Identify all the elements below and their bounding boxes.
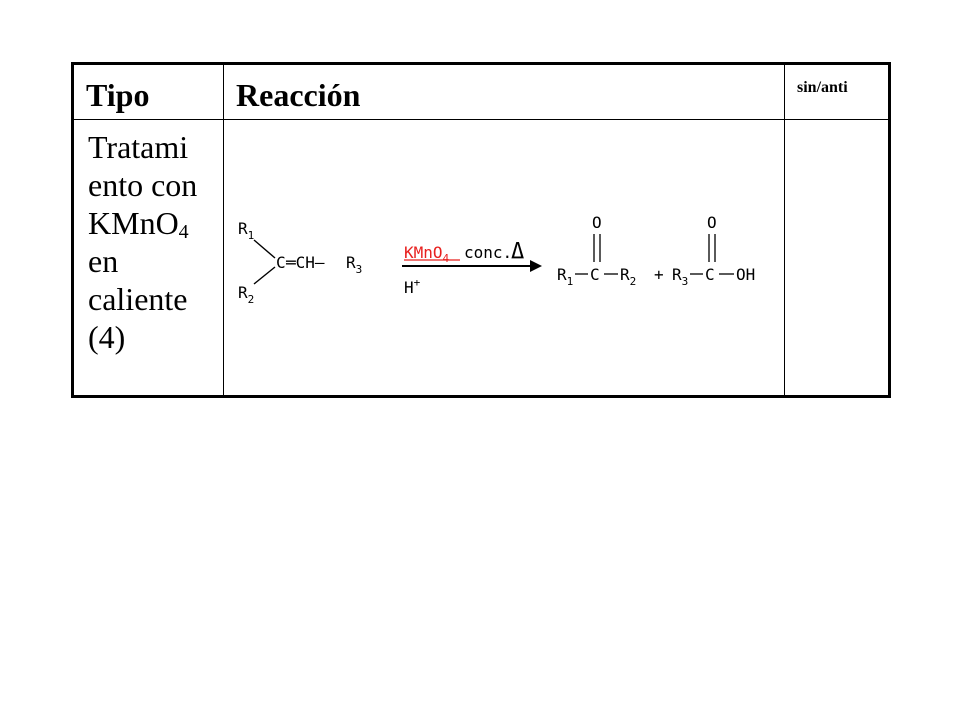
reagents: KMnO4 conc. Δ H+	[402, 239, 542, 297]
reagent-extra: conc.	[464, 243, 512, 262]
reaction-arrow-head	[530, 260, 542, 272]
header-row: Tipo Reacción sin/anti	[72, 63, 890, 120]
type-line-3-sub: 4	[178, 221, 189, 243]
reactant-bond-r2	[253, 266, 276, 285]
header-stereo: sin/anti	[784, 63, 890, 120]
ketone-r1: R1	[557, 265, 573, 288]
reactant: R1 R2 C ═CH— R3	[238, 219, 362, 306]
header-reaction: Reacción	[223, 63, 785, 120]
type-line-4: en	[88, 243, 119, 279]
type-line-2: ento con	[88, 167, 198, 203]
product-ketone: O R1 C R2	[557, 213, 636, 288]
reagent-formula: KMnO4	[404, 243, 450, 265]
reactant-bond-r1	[253, 239, 276, 259]
header-type: Tipo	[72, 63, 224, 120]
acid-oxygen: O	[707, 213, 717, 232]
type-line-5: caliente	[88, 281, 188, 317]
reactant-r2: R2	[238, 283, 254, 306]
ketone-oxygen: O	[592, 213, 602, 232]
type-line-3: KMnO	[88, 205, 179, 241]
reaction-scheme-cell: R1 R2 C ═CH— R3 KMnO4 conc. Δ H+	[223, 119, 785, 397]
acid-hydroxyl: OH	[736, 265, 755, 284]
reactant-bond: ═CH—	[285, 253, 325, 272]
acid-r3: R3	[672, 265, 688, 288]
plus-sign: +	[654, 265, 664, 284]
reactant-r1: R1	[238, 219, 254, 242]
reactant-r3: R3	[346, 253, 362, 276]
type-line-6: (4)	[88, 319, 126, 355]
acid-carbon: C	[705, 265, 715, 284]
ketone-carbon: C	[590, 265, 600, 284]
stereo-cell	[784, 119, 890, 397]
type-line-1: Tratami	[88, 129, 189, 165]
reactant-carbon: C	[276, 253, 286, 272]
ketone-r2: R2	[620, 265, 636, 288]
reaction-scheme: R1 R2 C ═CH— R3 KMnO4 conc. Δ H+	[238, 213, 755, 306]
heat-symbol: Δ	[511, 239, 524, 264]
reagent-acid: H+	[404, 276, 421, 297]
product-acid: R3 C O OH	[672, 213, 755, 288]
